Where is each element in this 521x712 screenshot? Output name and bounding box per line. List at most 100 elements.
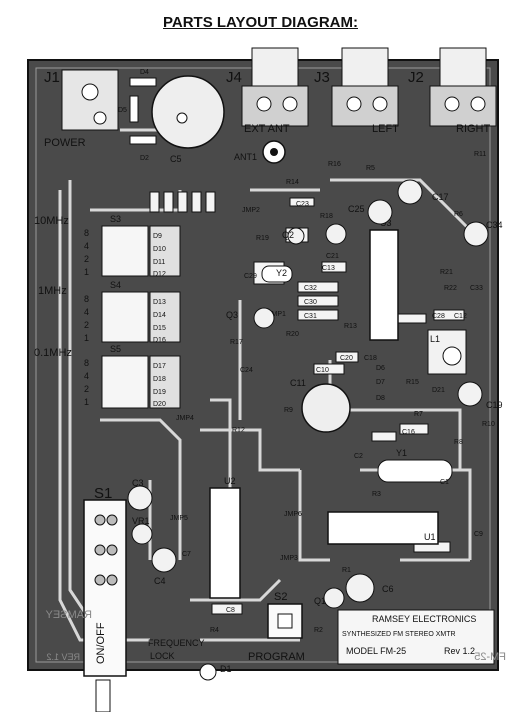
q2-label: Q2: [282, 230, 294, 240]
d2-label: D2: [140, 155, 149, 162]
svg-text:C10: C10: [316, 367, 329, 374]
j2-right-jack: [429, 47, 497, 127]
jmp3-label: JMP3: [280, 555, 298, 562]
s5-label: S5: [110, 344, 121, 354]
mirror-text-model: FM-25: [474, 651, 506, 663]
svg-text:C21: C21: [326, 253, 339, 260]
ext-ant-label: EXT ANT: [244, 123, 290, 135]
dip-diode-labels: D9 D10 D11 D12 D13 D14 D15 D16 D17 D18 D…: [153, 233, 166, 408]
dip-row-labels: 8 4 2 1 8 4 2 1 8 4 2 1: [84, 228, 89, 407]
j3-label: J3: [314, 69, 330, 86]
y1-crystal: [377, 459, 453, 483]
svg-text:8: 8: [84, 358, 89, 368]
svg-text:1: 1: [84, 397, 89, 407]
freq-01mhz-label: 0.1MHz: [34, 347, 72, 359]
jmp5-label: JMP5: [170, 515, 188, 522]
u2-label: U2: [224, 476, 236, 486]
s4-label: S4: [110, 280, 121, 290]
svg-text:R17: R17: [230, 339, 243, 346]
svg-text:4: 4: [84, 307, 89, 317]
svg-text:C24: C24: [240, 367, 253, 374]
diagram-title: PARTS LAYOUT DIAGRAM:: [163, 14, 358, 31]
s5-dip-switch: [101, 355, 181, 409]
q1-label: Q1: [314, 596, 326, 606]
vr1-label: VR1: [132, 516, 150, 526]
u1-ic: [327, 511, 439, 545]
l1-label: L1: [430, 334, 440, 344]
svg-text:C30: C30: [304, 299, 317, 306]
svg-text:D14: D14: [153, 312, 166, 319]
svg-text:C23: C23: [296, 201, 309, 208]
svg-text:R13: R13: [344, 323, 357, 330]
svg-text:C29: C29: [244, 273, 257, 280]
jmp6-label: JMP6: [284, 511, 302, 518]
mirror-text-ramsey: RAMSEY: [45, 609, 92, 621]
svg-text:2: 2: [84, 254, 89, 264]
q3-label: Q3: [226, 310, 238, 320]
svg-text:C20: C20: [340, 355, 353, 362]
svg-text:8: 8: [84, 228, 89, 238]
c5-label: C5: [170, 154, 182, 164]
svg-text:D11: D11: [153, 259, 165, 266]
svg-text:4: 4: [84, 371, 89, 381]
svg-text:1: 1: [84, 333, 89, 343]
svg-text:D18: D18: [153, 376, 166, 383]
s2-program-switch: [267, 603, 303, 639]
svg-text:C31: C31: [304, 313, 317, 320]
svg-text:R18: R18: [320, 213, 333, 220]
c17-label: C17: [432, 192, 449, 202]
svg-text:C33: C33: [470, 285, 483, 292]
svg-text:D7: D7: [376, 379, 385, 386]
svg-text:R14: R14: [286, 179, 299, 186]
board-info-block: [337, 609, 495, 665]
y2-label: Y2: [276, 268, 287, 278]
resistor-stack-r23-r26: [149, 191, 216, 213]
svg-text:D9: D9: [153, 233, 162, 240]
svg-text:C7: C7: [182, 551, 191, 558]
svg-text:C1: C1: [440, 479, 449, 486]
svg-text:C8: C8: [226, 607, 235, 614]
board-info-product: SYNTHESIZED FM STEREO XMTR: [342, 631, 456, 638]
svg-text:C28: C28: [432, 313, 445, 320]
right-label: RIGHT: [456, 123, 491, 135]
svg-text:R5: R5: [366, 165, 375, 172]
svg-text:R8: R8: [454, 439, 463, 446]
mirror-text-rev: REV 1.2: [46, 652, 80, 662]
frequency-lock-label-line1: FREQUENCY: [148, 638, 205, 648]
svg-text:D6: D6: [376, 365, 385, 372]
svg-text:8: 8: [84, 294, 89, 304]
svg-text:R19: R19: [256, 235, 269, 242]
power-label: POWER: [44, 137, 86, 149]
s2-label: S2: [274, 591, 287, 603]
l1-inductor: [427, 329, 467, 375]
svg-text:4: 4: [84, 241, 89, 251]
svg-text:R20: R20: [286, 331, 299, 338]
d1-label: D1: [220, 664, 232, 674]
svg-text:R12: R12: [232, 427, 245, 434]
jmp2-label: JMP2: [242, 207, 260, 214]
u2-ic: [209, 487, 241, 599]
d5-label: D5: [118, 107, 127, 114]
svg-text:D16: D16: [153, 337, 166, 344]
svg-text:D19: D19: [153, 389, 166, 396]
svg-text:D8: D8: [376, 395, 385, 402]
svg-text:C13: C13: [322, 265, 335, 272]
c5-capacitor: [151, 75, 225, 149]
frequency-lock-label-line2: LOCK: [150, 651, 175, 661]
svg-text:R9: R9: [284, 407, 293, 414]
c11-label: C11: [290, 378, 306, 388]
svg-text:D15: D15: [153, 325, 166, 332]
power-diodes: [129, 77, 157, 145]
svg-text:C12: C12: [454, 313, 467, 320]
s1-switch: [83, 499, 127, 712]
c4-label: C4: [154, 576, 166, 586]
c19-label: C19: [486, 400, 503, 410]
c25-label: C25: [348, 204, 365, 214]
s3-label: S3: [110, 214, 121, 224]
svg-text:2: 2: [84, 320, 89, 330]
d1-led: [199, 663, 217, 681]
svg-text:R6: R6: [454, 211, 463, 218]
c6-label: C6: [382, 584, 394, 594]
part-designators: R1 R2 R3 R4 R5 R6 R7 R8 R9 R10 R11 R12 R…: [182, 151, 495, 634]
